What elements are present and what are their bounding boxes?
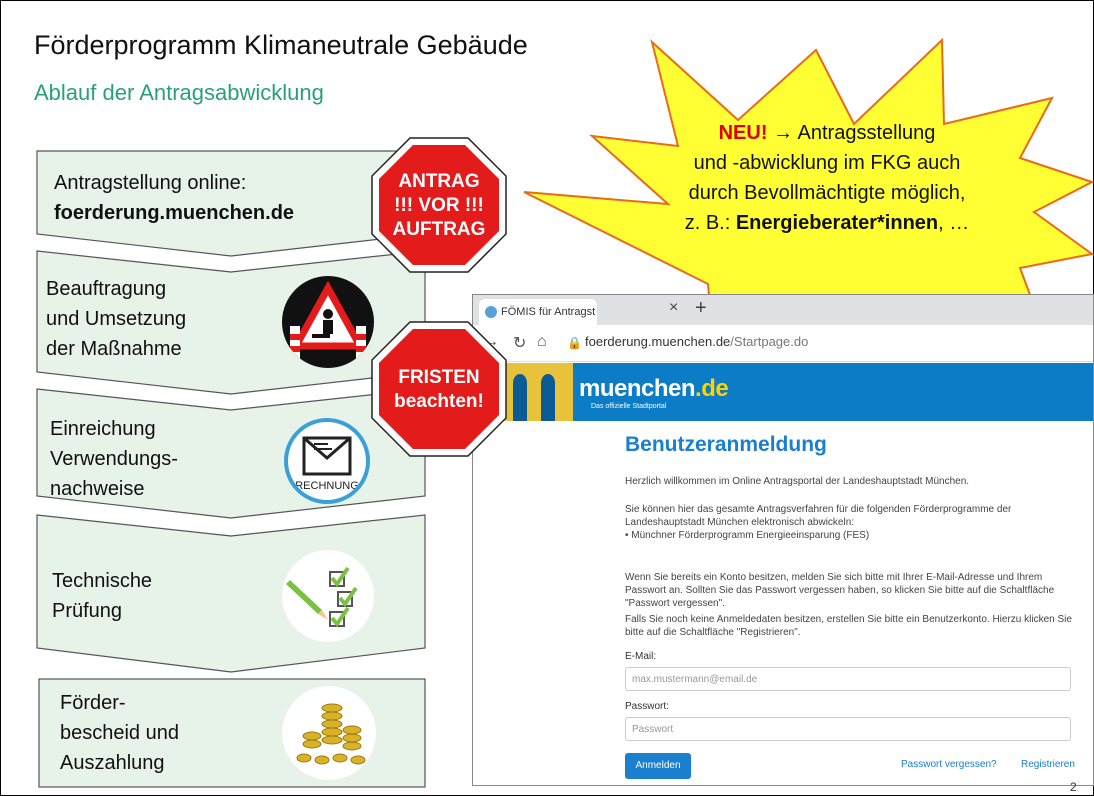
step-3-line3: nachweise	[50, 478, 145, 500]
login-heading: Benutzeranmeldung	[625, 433, 827, 456]
browser-screenshot: FÖMIS für Antragst × + → ↻ ⌂ 🔒 foerderun…	[472, 294, 1094, 786]
envelope-invoice-icon: RECHNUNG	[284, 418, 370, 504]
starburst-text: NEU! → Antragsstellung und -abwicklung i…	[642, 118, 1012, 238]
step-2-line3: der Maßnahme	[46, 338, 182, 360]
starburst-line1: NEU! → Antragsstellung	[718, 122, 936, 144]
step-3-text: Einreichung Verwendungs- nachweise	[50, 414, 178, 504]
process-step-1: Antragstellung online: foerderung.muench…	[36, 150, 426, 258]
login-instructions: Wenn Sie bereits ein Konto besitzen, mel…	[625, 572, 1055, 609]
page-subtitle: Ablauf der Antragsabwicklung	[34, 80, 324, 105]
step-3-line2: Verwendungs-	[50, 448, 178, 470]
antrag-line3: AUFTRAG	[392, 219, 486, 240]
step-5-line3: Auszahlung	[60, 752, 165, 774]
program-bullet: • Münchner Förderprogramm Energieeinspar…	[625, 530, 870, 541]
fristen-line2: beachten!	[394, 391, 484, 412]
intro-text: Sie können hier das gesamte Antragsverfa…	[625, 504, 1012, 528]
antrag-line2: !!! VOR !!!	[394, 195, 484, 216]
step-5-text: Förder- bescheid und Auszahlung	[60, 688, 179, 778]
construction-worker-icon	[282, 276, 374, 368]
step-2-text: Beauftragung und Umsetzung der Maßnahme	[46, 274, 186, 364]
portal-logo-subtitle: Das offizielle Stadtportal	[591, 403, 667, 410]
starburst-line2: und -abwicklung im FKG auch	[693, 152, 961, 174]
reload-icon[interactable]: ↻	[513, 335, 527, 352]
address-bar: → ↻ ⌂ 🔒 foerderung.muenchen.de/Startpage…	[473, 325, 1093, 362]
step-5-line2: bescheid und	[60, 722, 179, 744]
password-field[interactable]: Passwort	[625, 717, 1071, 741]
fristen-line1: FRISTEN	[398, 367, 480, 388]
step-4-line2: Prüfung	[52, 600, 123, 622]
frauenkirche-icon	[513, 374, 555, 421]
page-number: 2	[1070, 780, 1077, 794]
starburst-line4: z. B.: Energieberater*innen, …	[684, 212, 970, 234]
step-2-line2: und Umsetzung	[46, 308, 187, 330]
step-3-line1: Einreichung	[50, 418, 156, 440]
new-feature-starburst: NEU! → Antragsstellung und -abwicklung i…	[472, 32, 1094, 356]
starburst-line3: durch Bevollmächtigte möglich,	[688, 182, 966, 204]
step-1-url: foerderung.muenchen.de	[54, 202, 295, 224]
register-link[interactable]: Registrieren	[1021, 759, 1075, 770]
login-button[interactable]: Anmelden	[625, 753, 691, 779]
fristen-sign-text: FRISTEN beachten!	[370, 366, 508, 414]
browser-tab[interactable]: FÖMIS für Antragst	[479, 299, 597, 325]
antrag-sign-text: ANTRAG !!! VOR !!! AUFTRAG	[370, 170, 508, 242]
welcome-text: Herzlich willkommen im Online Antragspor…	[625, 476, 970, 487]
invoice-label: RECHNUNG	[295, 480, 359, 492]
step-1-text: Antragstellung online: foerderung.muench…	[54, 168, 294, 228]
chevron-shape	[36, 150, 426, 257]
register-instructions: Falls Sie noch keine Anmeldedaten besitz…	[625, 614, 1072, 638]
portal-logo[interactable]: muenchen.de	[579, 375, 729, 402]
email-label: E-Mail:	[625, 651, 657, 662]
step-4-text: Technische Prüfung	[52, 566, 152, 626]
email-field[interactable]: max.mustermann@email.de	[625, 667, 1071, 691]
step-box-shape	[38, 678, 426, 788]
home-icon[interactable]: ⌂	[537, 333, 547, 350]
forgot-password-link[interactable]: Passwort vergessen?	[901, 759, 997, 770]
site-favicon-icon	[485, 306, 497, 318]
page-title: Förderprogramm Klimaneutrale Gebäude	[34, 30, 528, 60]
step-1-line1: Antragstellung online:	[54, 172, 247, 194]
antrag-line1: ANTRAG	[398, 171, 480, 192]
tab-close-icon[interactable]: ×	[669, 299, 679, 316]
password-label: Passwort:	[625, 701, 669, 712]
checklist-pencil-icon	[282, 550, 374, 642]
url-field[interactable]: foerderung.muenchen.de/Startpage.do	[585, 334, 809, 349]
coins-icon	[282, 686, 376, 780]
new-tab-icon[interactable]: +	[695, 297, 707, 319]
step-5-line1: Förder-	[60, 692, 126, 714]
antrag-vor-auftrag-sign: ANTRAG !!! VOR !!! AUFTRAG	[370, 136, 508, 274]
step-4-line1: Technische	[52, 570, 153, 592]
step-2-line1: Beauftragung	[46, 278, 167, 300]
portal-banner: muenchen.de Das offizielle Stadtportal	[473, 363, 1093, 421]
browser-tab-bar: FÖMIS für Antragst × +	[473, 295, 1093, 325]
lock-icon: 🔒	[567, 336, 582, 350]
tab-title: FÖMIS für Antragst	[501, 306, 596, 318]
process-step-5: Förder- bescheid und Auszahlung	[38, 678, 426, 788]
fristen-beachten-sign: FRISTEN beachten!	[370, 320, 508, 458]
